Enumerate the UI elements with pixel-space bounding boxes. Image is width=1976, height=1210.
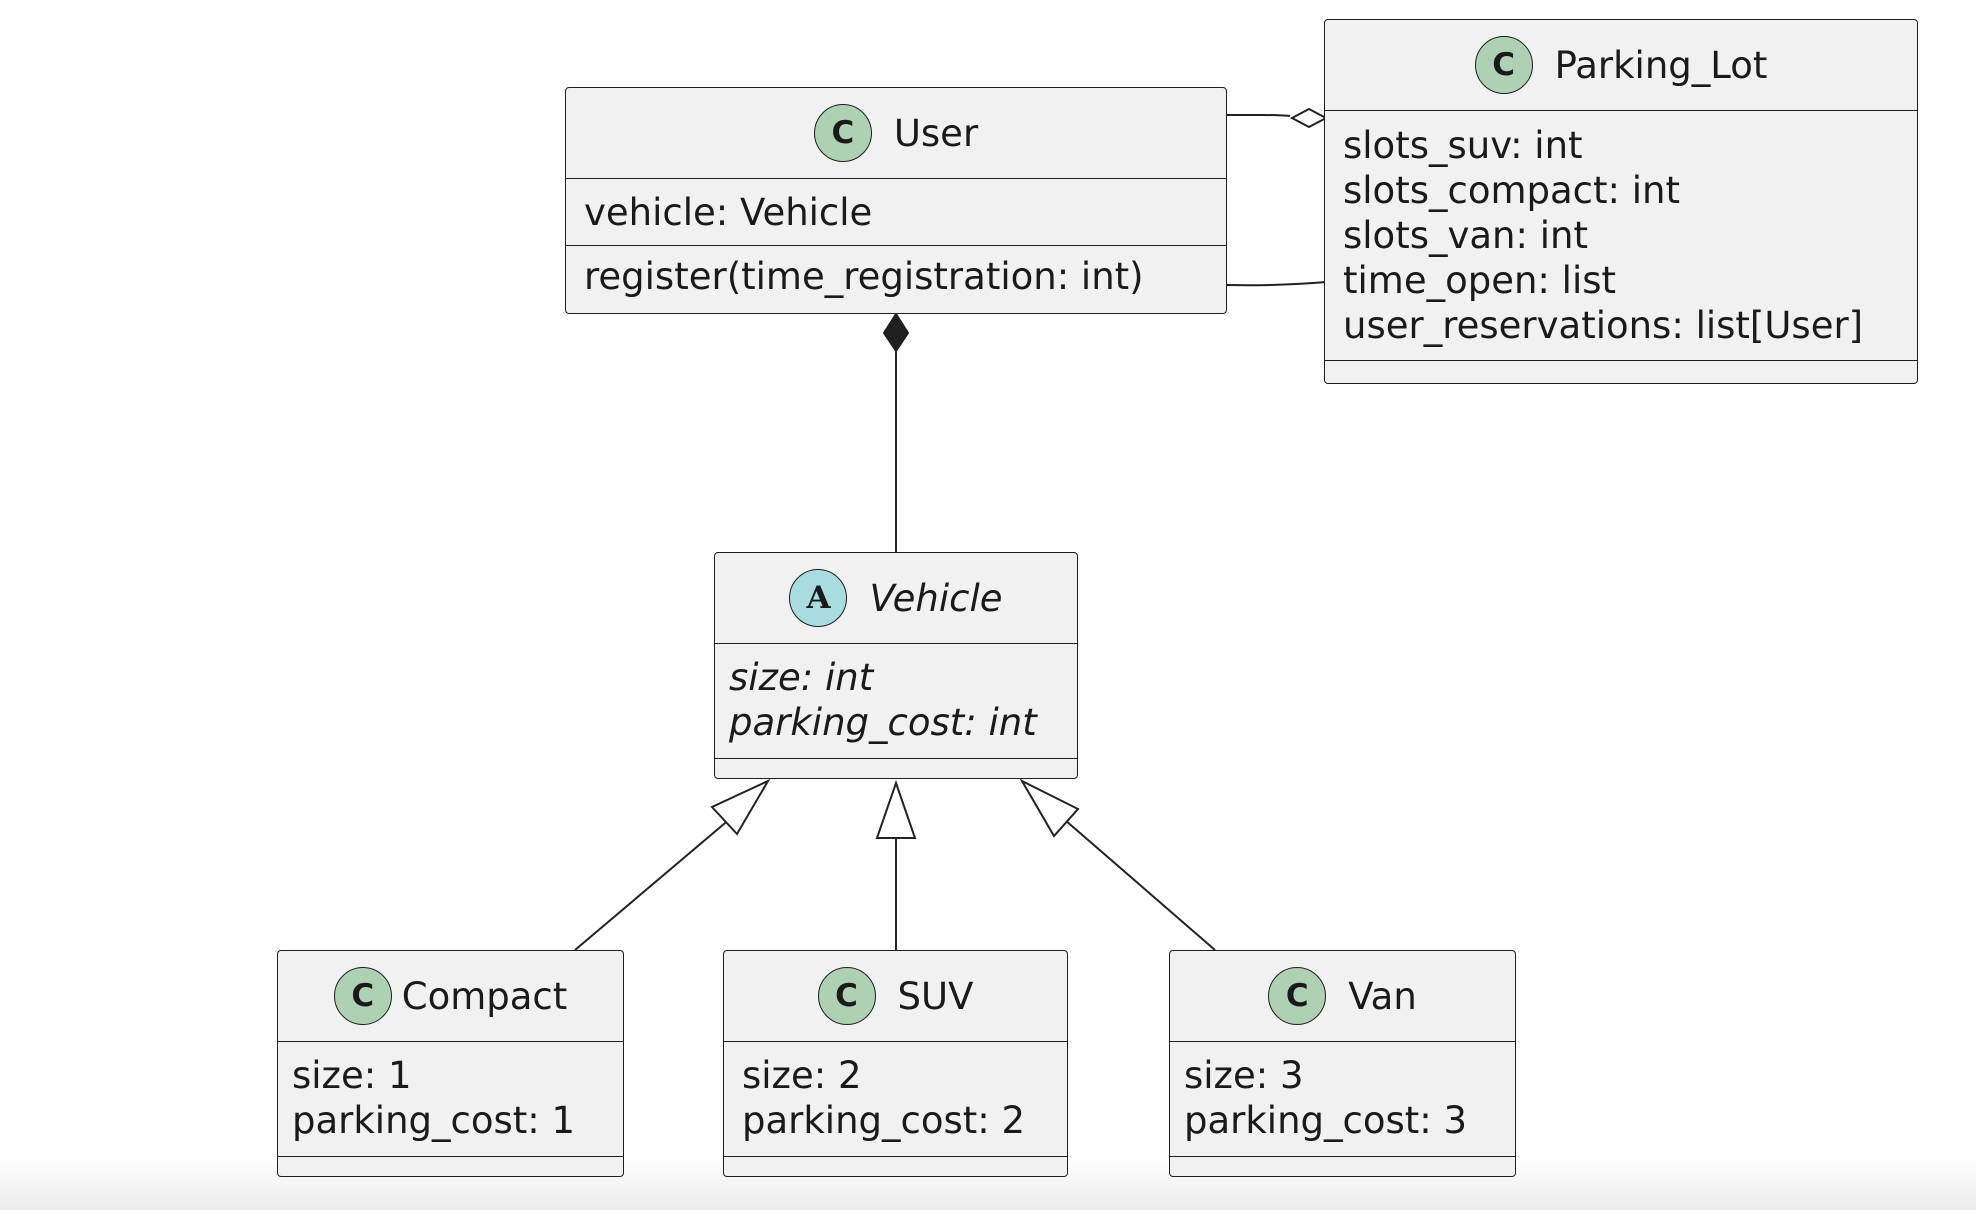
class-stereotype-icon: C [333, 967, 392, 1025]
class-stereotype-icon: C [813, 104, 872, 162]
class-user-attributes: vehicle: Vehicle [566, 179, 1226, 246]
composition-diamond [882, 312, 910, 353]
class-suv-attributes: size: 2 parking_cost: 2 [724, 1042, 1067, 1157]
class-compact-name: Compact [401, 974, 568, 1018]
attribute: user_reservations: list[User] [1343, 304, 1864, 347]
class-van[interactable]: C Van size: 3 parking_cost: 3 [1169, 950, 1516, 1177]
class-compact-header: C Compact [278, 951, 623, 1042]
attribute: parking_cost: 2 [742, 1099, 1026, 1142]
class-stereotype-icon: C [817, 967, 876, 1025]
class-suv[interactable]: C SUV size: 2 parking_cost: 2 [723, 950, 1068, 1177]
class-vehicle-header: A Vehicle [715, 553, 1077, 644]
class-vehicle-attributes: size: int parking_cost: int [715, 644, 1077, 759]
attribute: size: 1 [292, 1054, 412, 1097]
class-parking-lot-header: C Parking_Lot [1325, 20, 1917, 111]
class-van-header: C Van [1170, 951, 1515, 1042]
class-van-attributes: size: 3 parking_cost: 3 [1170, 1042, 1515, 1157]
attribute: slots_van: int [1343, 214, 1588, 257]
attribute: time_open: list [1343, 259, 1617, 302]
class-vehicle-name: Vehicle [869, 576, 1003, 620]
inheritance-edge-compact [574, 817, 732, 951]
attribute: parking_cost: 3 [1184, 1099, 1468, 1142]
class-suv-header: C SUV [724, 951, 1067, 1042]
attribute: slots_compact: int [1343, 169, 1680, 212]
class-parking-lot-attributes: slots_suv: int slots_compact: int slots_… [1325, 111, 1917, 361]
inheritance-arrow-suv [875, 779, 917, 839]
aggregation-diamond [1289, 107, 1329, 129]
class-parking-lot-name: Parking_Lot [1554, 43, 1768, 87]
class-user-header: C User [566, 88, 1226, 179]
attribute: size: 3 [1184, 1054, 1304, 1097]
attribute: slots_suv: int [1343, 124, 1583, 167]
inheritance-arrow-compact [710, 778, 771, 836]
class-user-name: User [893, 111, 979, 155]
inheritance-edge-van [1064, 819, 1216, 951]
method: register(time_registration: int) [584, 255, 1144, 298]
aggregation-edge [1227, 114, 1291, 117]
attribute: vehicle: Vehicle [584, 191, 873, 234]
class-user[interactable]: C User vehicle: Vehicle register(time_re… [565, 87, 1227, 314]
attribute: parking_cost: int [729, 701, 1037, 744]
class-parking-lot[interactable]: C Parking_Lot slots_suv: int slots_compa… [1324, 19, 1918, 384]
class-stereotype-icon: C [1474, 36, 1533, 94]
class-stereotype-icon: C [1268, 967, 1327, 1025]
inheritance-arrow-van [1019, 778, 1080, 838]
attribute: size: 2 [742, 1054, 862, 1097]
class-compact-attributes: size: 1 parking_cost: 1 [278, 1042, 623, 1157]
class-user-methods: register(time_registration: int) [566, 246, 1226, 299]
class-vehicle[interactable]: A Vehicle size: int parking_cost: int [714, 552, 1078, 779]
attribute: parking_cost: 1 [292, 1099, 576, 1142]
class-suv-name: SUV [897, 974, 974, 1018]
association-edge [1226, 281, 1327, 287]
class-van-name: Van [1348, 974, 1417, 1018]
abstract-stereotype-icon: A [789, 569, 848, 627]
attribute: size: int [729, 656, 874, 699]
class-compact[interactable]: C Compact size: 1 parking_cost: 1 [277, 950, 624, 1177]
